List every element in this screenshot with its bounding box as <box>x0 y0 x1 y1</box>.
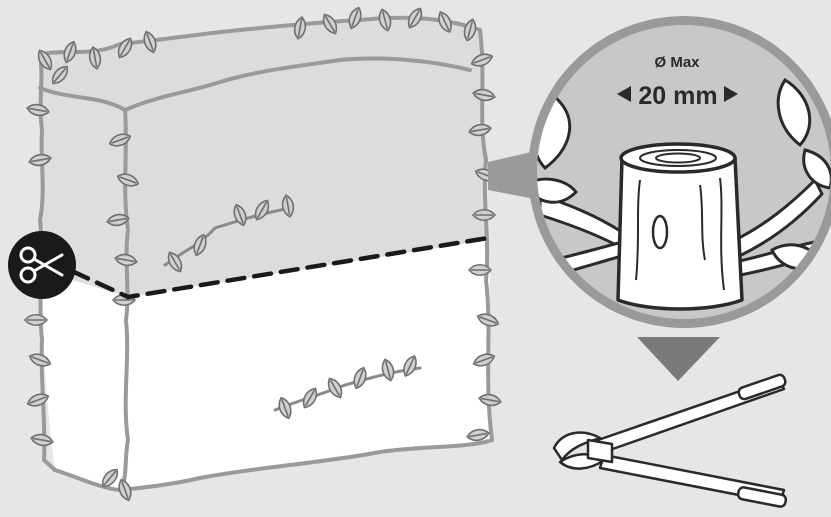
leaf-icon <box>438 11 452 33</box>
leaf-icon <box>63 40 77 64</box>
leaf-icon <box>463 18 477 42</box>
leaf-icon <box>472 88 496 102</box>
hedge-lower-section <box>40 240 492 490</box>
magnifier-pointer <box>488 150 540 200</box>
lopper-shears-icon <box>552 373 788 508</box>
leaf-icon <box>327 377 343 399</box>
leaf-icon <box>26 393 50 407</box>
hedge-leaves <box>23 6 502 502</box>
leaf-icon <box>467 263 493 277</box>
leaf-icon <box>106 213 130 227</box>
leaf-icon <box>348 6 362 30</box>
leaf-icon <box>233 203 247 227</box>
hedge-top-edge <box>38 15 482 57</box>
leaf-icon <box>470 53 494 67</box>
diameter-left-arrow-icon <box>617 86 631 102</box>
leaf-icon <box>30 433 54 447</box>
leaf-icon <box>114 253 138 267</box>
leaf-icon <box>23 313 49 327</box>
leaf-icon <box>472 353 496 367</box>
leaf-icon <box>51 65 69 85</box>
leaf-icon <box>28 153 52 167</box>
leaf-icon <box>471 208 497 222</box>
branch-stump-icon <box>616 142 744 311</box>
scissors-icon <box>19 246 64 284</box>
leaf-icon <box>26 103 50 117</box>
leaf-icon <box>293 16 307 40</box>
leaf-icon <box>254 199 270 221</box>
scissors-badge <box>8 231 76 299</box>
diameter-right-arrow-icon <box>724 86 738 102</box>
max-diameter-label: Ø Max 20 mm <box>617 54 738 110</box>
diameter-symbol-label: Ø Max <box>654 54 700 71</box>
leaf-icon <box>322 13 338 35</box>
leaf-icon <box>802 148 831 190</box>
leaf-icon <box>353 366 367 390</box>
leaf-icon <box>403 355 417 377</box>
leaf-icon <box>302 387 318 409</box>
leaf-icon <box>193 233 207 257</box>
hedge-upper-section <box>40 17 488 297</box>
leaf-icon <box>278 396 292 420</box>
leaf-icon <box>466 428 490 442</box>
hedge-inner-top-edge <box>38 56 472 112</box>
leaf-icon <box>776 77 812 148</box>
leaf-icon <box>478 393 502 407</box>
leaf-icon <box>28 353 52 367</box>
leaf-icon <box>101 468 119 488</box>
leaf-icon <box>281 194 295 218</box>
magnifier-callout: Ø Max 20 mm <box>488 16 831 328</box>
hedge <box>23 6 502 502</box>
leaf-icon <box>117 37 133 59</box>
leaf-icon <box>118 478 132 502</box>
down-arrow-icon <box>637 337 720 381</box>
vine-lower <box>273 366 422 412</box>
diameter-value-label: 20 mm <box>638 82 717 110</box>
leaf-icon <box>37 49 53 71</box>
leaf-icon <box>468 123 492 137</box>
leaf-icon <box>407 7 423 29</box>
leaf-icon <box>143 30 157 54</box>
leaf-icon <box>378 8 392 32</box>
leaf-icon <box>116 173 140 187</box>
leaf-icon <box>381 358 395 382</box>
leaf-icon <box>88 46 102 70</box>
leaf-icon <box>476 313 500 327</box>
leaf-icon <box>108 133 132 147</box>
leaf-icon <box>167 251 183 273</box>
hedge-bottom-edge <box>53 438 494 492</box>
